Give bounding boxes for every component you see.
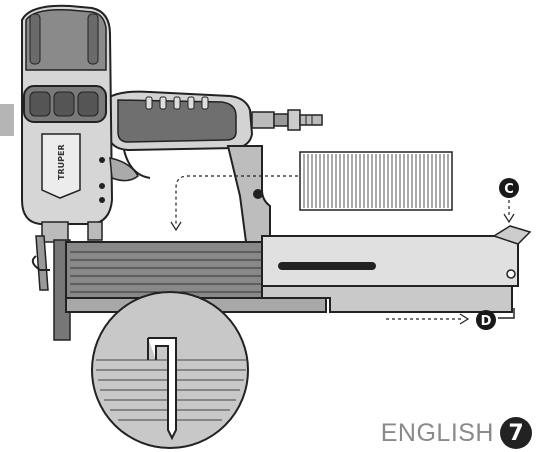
svg-text:D: D <box>481 314 492 329</box>
nose-assembly <box>31 221 103 341</box>
loading-arrow <box>175 175 298 226</box>
tool-head: TRUPER <box>21 4 114 225</box>
page-footer: ENGLISH 7 <box>381 416 532 450</box>
trigger <box>109 157 139 182</box>
language-label: ENGLISH <box>380 418 494 447</box>
detail-magnifier <box>91 291 249 449</box>
air-inlet <box>251 109 323 131</box>
magazine <box>65 225 532 313</box>
arm-latch <box>253 189 263 199</box>
magazine-arm <box>226 145 271 243</box>
page-number-badge: 7 <box>500 417 532 449</box>
edge-tab <box>0 104 14 136</box>
brand-label: TRUPER <box>57 144 66 180</box>
nail-strip <box>299 151 453 211</box>
callout-d: D <box>386 308 515 330</box>
callout-c: C <box>499 178 519 224</box>
svg-text:C: C <box>504 182 514 197</box>
handle <box>107 90 254 179</box>
